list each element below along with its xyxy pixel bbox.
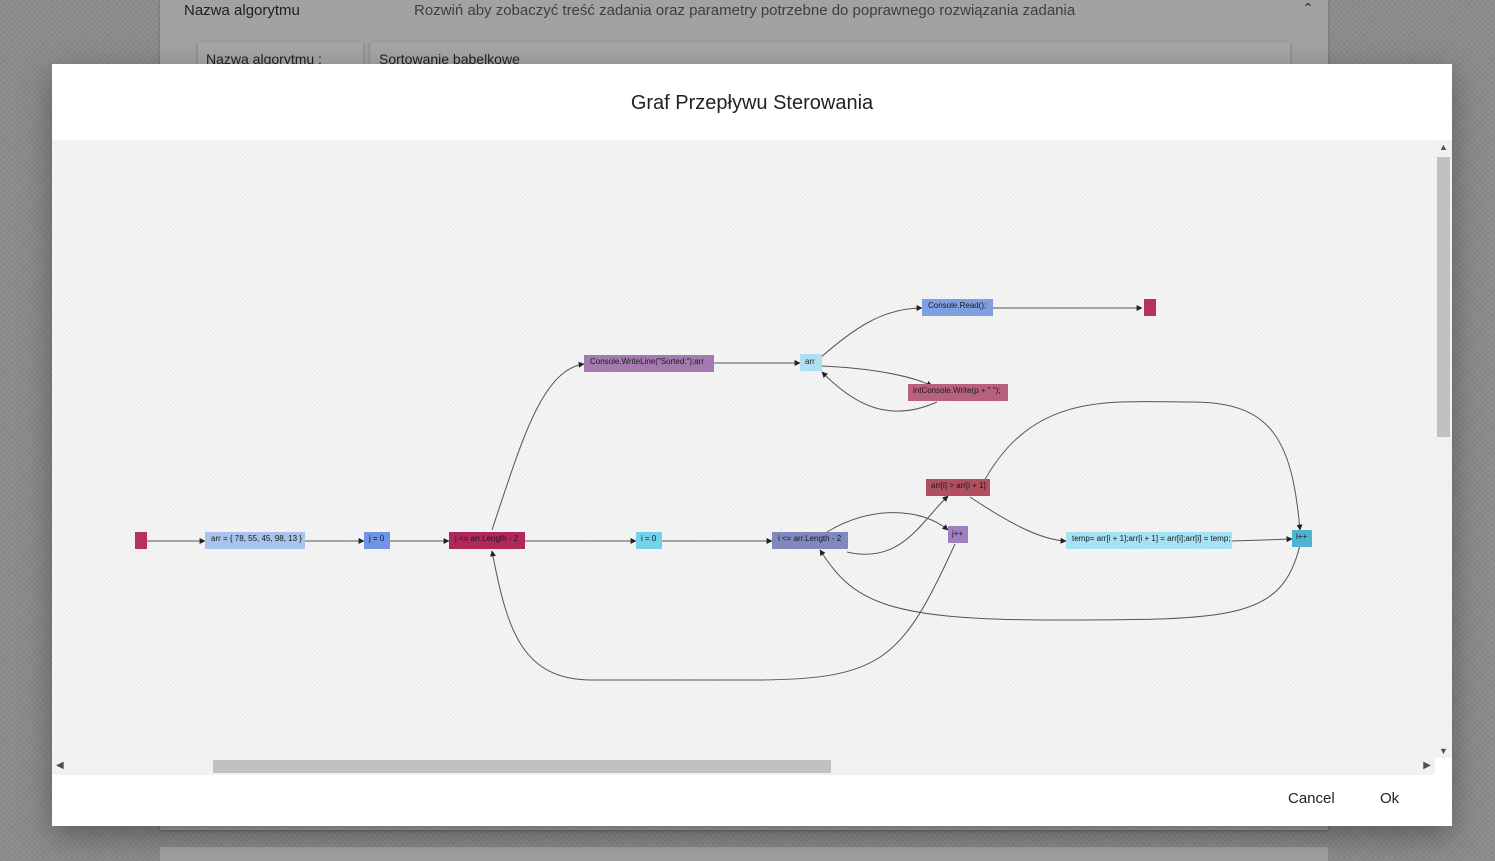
edge-icond-cmp bbox=[846, 495, 949, 555]
node-arr-init-label: arr = { 78, 55, 45, 98, 13 } bbox=[211, 534, 302, 543]
modal-title: Graf Przepływu Sterowania bbox=[630, 92, 874, 114]
node-cmp bbox=[926, 479, 990, 496]
edge-jcond-writeline bbox=[491, 361, 585, 531]
edge-cmp-swap bbox=[969, 496, 1067, 544]
graph-nodes: arr = { 78, 55, 45, 98, 13 } j = 0 j <= … bbox=[135, 299, 1312, 549]
horizontal-scroll-thumb[interactable] bbox=[213, 760, 831, 773]
graph-edges bbox=[147, 305, 1303, 681]
control-flow-graph-modal: Graf Przepływu Sterowania bbox=[52, 64, 1452, 826]
node-write bbox=[908, 384, 1008, 401]
edge-icond-jinc bbox=[826, 512, 949, 533]
node-iinc-label: i++ bbox=[1296, 532, 1307, 541]
node-icond bbox=[772, 532, 848, 549]
background-card-lower bbox=[160, 847, 1328, 861]
node-swap bbox=[1066, 532, 1232, 549]
node-i0 bbox=[636, 532, 662, 549]
scroll-up-icon[interactable]: ▲ bbox=[1439, 142, 1448, 152]
node-j0 bbox=[364, 532, 390, 549]
section-description: Rozwiń aby zobaczyć treść zadania oraz p… bbox=[414, 2, 1076, 19]
vertical-scroll-thumb[interactable] bbox=[1437, 157, 1450, 437]
scroll-left-icon[interactable]: ◀ bbox=[56, 760, 64, 771]
edge-jinc-jcond bbox=[490, 543, 956, 681]
node-i0-label: i = 0 bbox=[641, 534, 657, 543]
cancel-button[interactable]: Cancel bbox=[1288, 790, 1335, 807]
edge-arr-read bbox=[819, 305, 923, 359]
horizontal-scrollbar[interactable]: ◀ ▶ bbox=[52, 758, 1435, 775]
edge-swap-iinc bbox=[1231, 536, 1293, 543]
edge-cmp-iinc bbox=[981, 401, 1303, 531]
graph-canvas[interactable]: arr = { 78, 55, 45, 98, 13 } j = 0 j <= … bbox=[52, 140, 1435, 758]
node-arr-init bbox=[205, 532, 305, 549]
section-title: Nazwa algorytmu bbox=[184, 2, 300, 19]
node-jcond bbox=[449, 532, 525, 549]
node-writeline-label: Console.WriteLine("Sorted:");arr bbox=[590, 357, 704, 366]
node-start bbox=[135, 532, 147, 549]
node-write-label: intConsole.Write(p + " "); bbox=[913, 386, 1001, 395]
algorithm-name-value: Sortowanie babelkowe bbox=[370, 42, 1290, 66]
edge-iinc-icond bbox=[819, 544, 1301, 621]
algorithm-section-header[interactable]: Nazwa algorytmu Rozwiń aby zobaczyć treś… bbox=[184, 0, 1314, 22]
node-jinc bbox=[948, 526, 968, 543]
node-icond-label: i <= arr.Length - 2 bbox=[778, 534, 842, 543]
node-end bbox=[1144, 299, 1156, 316]
node-writeline bbox=[584, 355, 714, 372]
node-jcond-label: j <= arr.Length - 2 bbox=[454, 534, 519, 543]
ok-button[interactable]: Ok bbox=[1380, 790, 1400, 807]
node-j0-label: j = 0 bbox=[368, 534, 385, 543]
algorithm-name-label: Nazwa algorytmu : bbox=[198, 42, 363, 66]
edge-arr-write bbox=[819, 365, 933, 387]
node-iinc bbox=[1292, 530, 1312, 547]
node-arr-loop bbox=[800, 354, 822, 371]
node-arr-loop-label: arr bbox=[805, 357, 815, 366]
edge-write-arr bbox=[821, 371, 938, 412]
node-swap-label: temp= arr[i + 1];arr[i + 1] = arr[i];arr… bbox=[1072, 534, 1231, 543]
vertical-scrollbar[interactable]: ▲ ▼ bbox=[1435, 140, 1452, 758]
control-flow-graph: arr = { 78, 55, 45, 98, 13 } j = 0 j <= … bbox=[135, 299, 1312, 681]
node-read-label: Console.Read(); bbox=[928, 301, 986, 310]
node-read bbox=[922, 299, 993, 316]
scroll-right-icon[interactable]: ▶ bbox=[1423, 760, 1431, 771]
node-jinc-label: j++ bbox=[951, 529, 963, 538]
node-cmp-label: arr[i] > arr[i + 1] bbox=[931, 481, 986, 490]
scroll-down-icon[interactable]: ▼ bbox=[1439, 746, 1448, 756]
chevron-up-icon[interactable]: ⌃ bbox=[1302, 0, 1314, 16]
